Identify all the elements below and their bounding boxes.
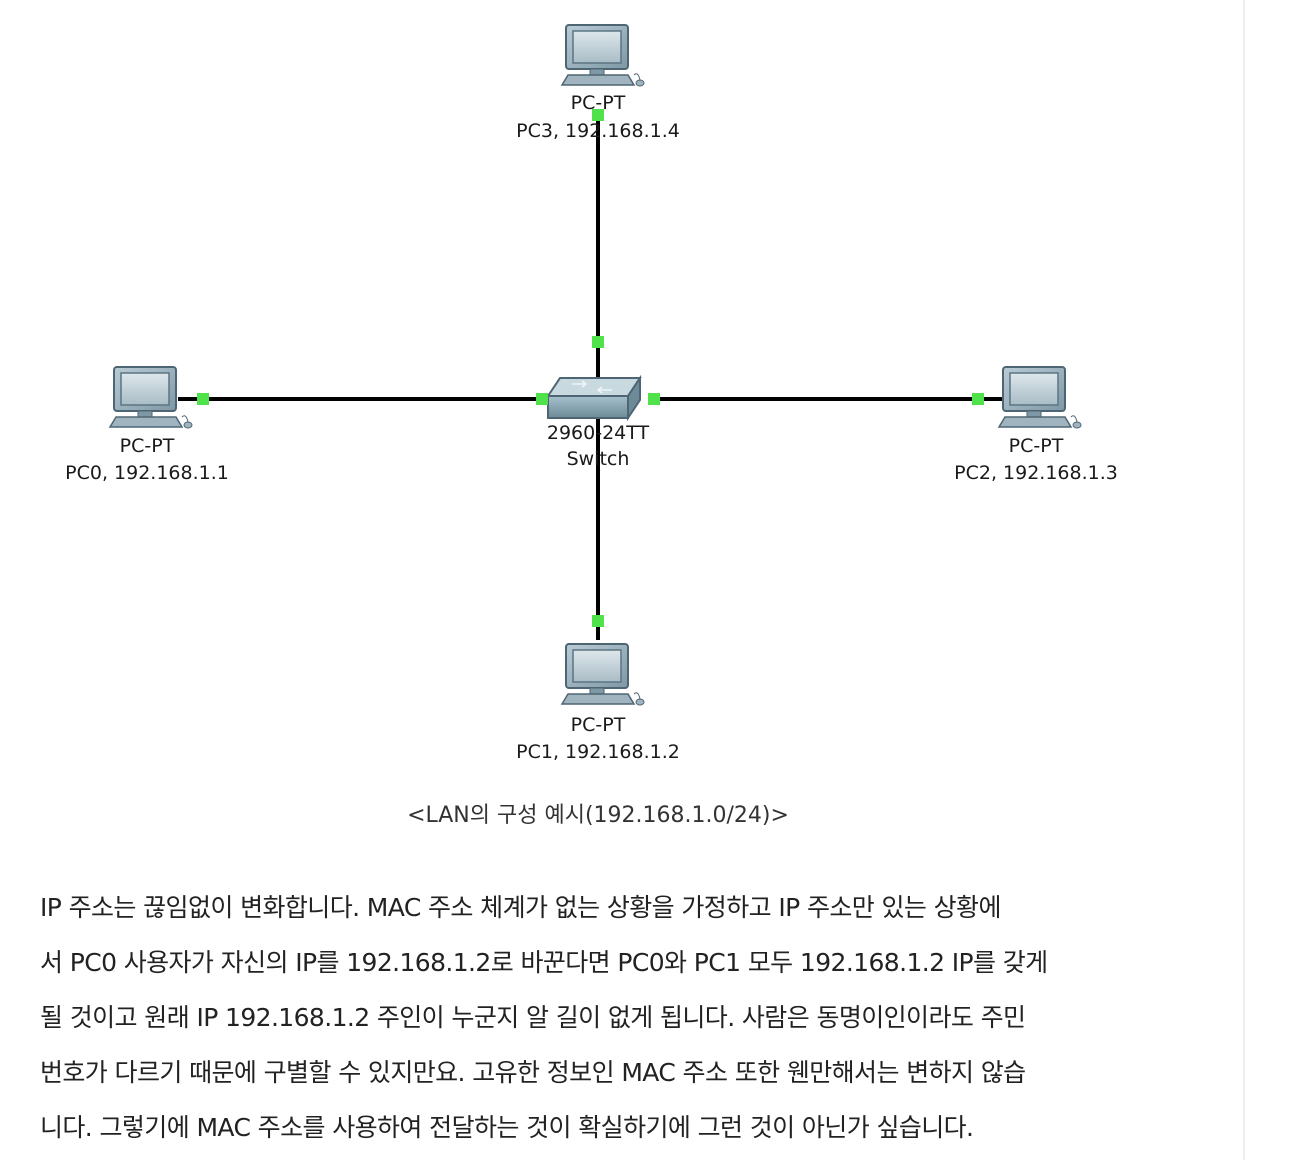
paragraph-line: 될 것이고 원래 IP 192.168.1.2 주인이 누군지 알 길이 없게 … [40, 1003, 1026, 1032]
pc2-node[interactable]: PC-PT PC2, 192.168.1.3 [954, 366, 1118, 484]
pc1-address-label: PC1, 192.168.1.2 [516, 741, 680, 763]
right-divider [1243, 0, 1245, 1160]
paragraph-line: IP 주소는 끊임없이 변화합니다. MAC 주소 체계가 없는 상황을 가정하… [40, 893, 1001, 922]
lan-topology-diagram: PC-PT PC3, 192.168.1.4 PC-PT PC0, 192.16… [65, 24, 1118, 763]
pc3-model-label: PC-PT [571, 92, 626, 114]
paragraph-line: 니다. 그렇기에 MAC 주소를 사용하여 전달하는 것이 확실하기에 그런 것… [40, 1113, 974, 1142]
pc1-model-label: PC-PT [571, 714, 626, 736]
pc0-node[interactable]: PC-PT PC0, 192.168.1.1 [65, 366, 229, 484]
port-pc1 [592, 615, 604, 627]
paragraph-line: 서 PC0 사용자가 자신의 IP를 192.168.1.2로 바꾼다면 PC0… [40, 948, 1048, 977]
pc0-model-label: PC-PT [120, 435, 175, 457]
port-pc3 [592, 109, 604, 121]
pc2-address-label: PC2, 192.168.1.3 [954, 462, 1118, 484]
pc3-node[interactable]: PC-PT PC3, 192.168.1.4 [516, 24, 680, 142]
pc3-address-label: PC3, 192.168.1.4 [516, 120, 680, 142]
port-switch-left [536, 393, 548, 405]
paragraph-line: 번호가 다르기 때문에 구별할 수 있지만요. 고유한 정보인 MAC 주소 또… [40, 1058, 1026, 1087]
switch-node[interactable]: 2960-24TT Switch [546, 374, 650, 470]
switch-model-label: 2960-24TT [547, 422, 650, 444]
pc1-node[interactable]: PC-PT PC1, 192.168.1.2 [516, 643, 680, 763]
pc2-computer-icon [998, 366, 1082, 429]
switch-icon [546, 374, 642, 422]
port-switch-top [592, 336, 604, 348]
pc0-address-label: PC0, 192.168.1.1 [65, 462, 229, 484]
port-switch-right [648, 393, 660, 405]
pc1-computer-icon [561, 643, 645, 706]
explanation-paragraph: IP 주소는 끊임없이 변화합니다. MAC 주소 체계가 없는 상황을 가정하… [40, 880, 1180, 1155]
diagram-caption: <LAN의 구성 예시(192.168.1.0/24)> [407, 803, 789, 828]
switch-type-label: Switch [567, 448, 630, 470]
pc2-model-label: PC-PT [1009, 435, 1064, 457]
pc3-computer-icon [561, 24, 645, 87]
port-pc2 [972, 393, 984, 405]
port-pc0 [197, 393, 209, 405]
